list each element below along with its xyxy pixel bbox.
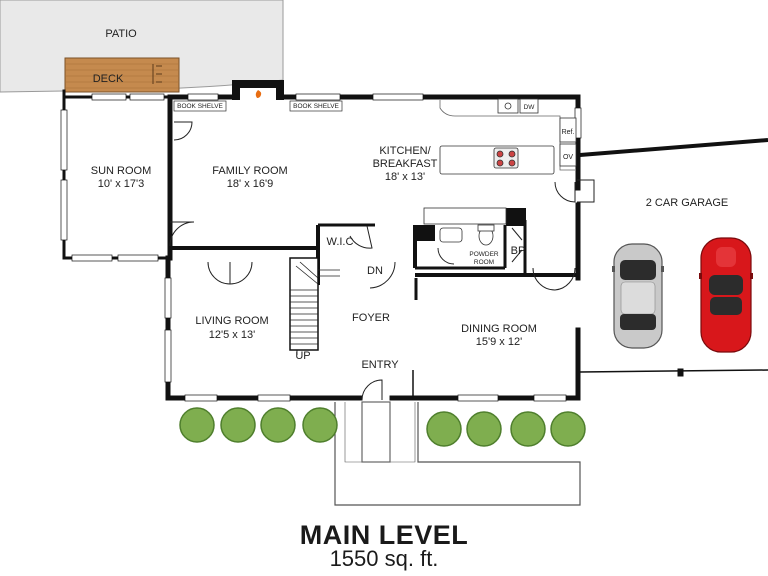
level-area: 1550 sq. ft. — [329, 546, 439, 571]
stairs-down-label: DN — [367, 265, 383, 277]
garage-outline — [579, 138, 768, 377]
kitchen-fixtures — [439, 98, 577, 246]
shrubs — [179, 407, 586, 447]
wic-label: W.I.C — [327, 236, 354, 248]
deck-label: DECK — [93, 73, 124, 85]
family-room-name: FAMILY ROOM — [212, 165, 287, 177]
ref-label: Ref. — [562, 129, 575, 136]
book-shelves — [173, 100, 343, 112]
exterior-walls — [62, 80, 581, 401]
living-room-dims: 12'5 x 13' — [209, 329, 255, 341]
dining-room-dims: 15'9 x 12' — [476, 336, 522, 348]
book-shelve-left-label: BOOK SHELVE — [177, 103, 223, 110]
walkway — [334, 401, 581, 506]
powder-room-line2: ROOM — [474, 259, 494, 266]
stairs-up-label: UP — [295, 350, 310, 362]
sun-room-name: SUN ROOM — [91, 165, 152, 177]
living-room-name: LIVING ROOM — [195, 315, 268, 327]
family-room-dims: 18' x 16'9 — [227, 178, 273, 190]
patio-label: PATIO — [105, 28, 137, 40]
doors — [169, 121, 595, 401]
dining-room-name: DINING ROOM — [461, 323, 537, 335]
kitchen-dims: 18' x 13' — [385, 171, 425, 183]
powder-room-line1: POWDER — [469, 251, 499, 258]
level-title: MAIN LEVEL — [299, 520, 469, 550]
silver-car — [612, 243, 664, 349]
ov-label: OV — [563, 154, 573, 161]
dw-label: DW — [524, 104, 536, 111]
windows — [60, 93, 582, 402]
red-car — [699, 237, 753, 353]
sun-room-dims: 10' x 17'3 — [98, 178, 144, 190]
deck — [64, 57, 180, 93]
foyer-label: FOYER — [352, 312, 390, 324]
kitchen-name-line1: KITCHEN/ — [379, 145, 431, 157]
fireplace-flame-icon — [255, 90, 262, 98]
interior-walls — [170, 207, 578, 398]
stairs — [289, 257, 340, 355]
bp-label: BP — [511, 245, 526, 257]
entry-label: ENTRY — [361, 359, 399, 371]
garage-label: 2 CAR GARAGE — [646, 197, 729, 209]
kitchen-name-line2: BREAKFAST — [373, 158, 438, 170]
book-shelve-right-label: BOOK SHELVE — [293, 103, 339, 110]
